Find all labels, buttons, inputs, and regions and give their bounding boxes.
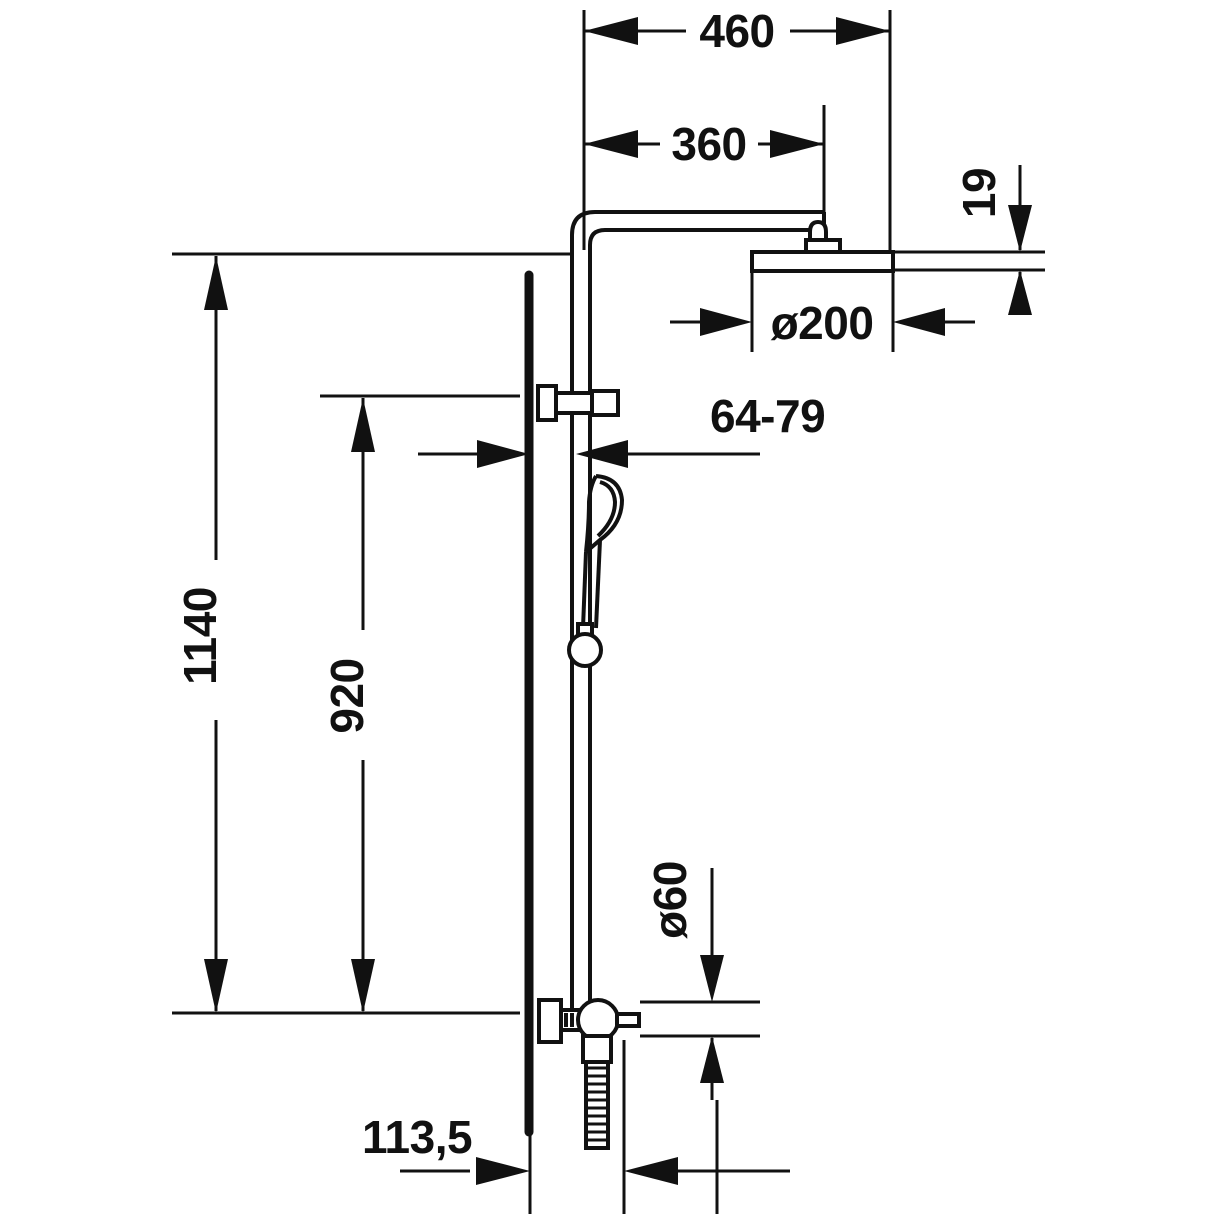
- dimension-label-diameter-60: ø60: [644, 861, 696, 939]
- dimension-label-1140: 1140: [174, 587, 226, 685]
- dimension-diameter-200: ø200: [670, 297, 975, 349]
- dimension-label-64-79: 64-79: [710, 390, 825, 442]
- hand-shower: [581, 474, 625, 629]
- dimension-label-diameter-200: ø200: [771, 297, 874, 349]
- dimension-label-113-5: 113,5: [362, 1111, 472, 1163]
- dimension-label-19: 19: [953, 168, 1005, 218]
- dimension-19: 19: [953, 165, 1032, 315]
- dimension-1140: 1140: [174, 256, 228, 1013]
- extension-lines: [172, 10, 1045, 1214]
- dimension-diameter-60: ø60: [644, 861, 724, 1100]
- dimension-920: 920: [321, 398, 375, 1013]
- dimension-64-79: 64-79: [418, 390, 826, 468]
- dimension-label-920: 920: [321, 658, 373, 733]
- riser-rail-pipe: [570, 400, 592, 1010]
- dimension-360: 360: [584, 118, 824, 170]
- dimension-label-460: 460: [699, 5, 774, 57]
- hand-shower-holder: [567, 622, 603, 668]
- flexible-hose: [581, 1034, 613, 1150]
- dimension-460: 460: [584, 5, 890, 57]
- dimension-label-360: 360: [671, 118, 746, 170]
- overhead-shower-head: [750, 219, 895, 273]
- dimension-113-5: 113,5: [362, 1111, 790, 1185]
- upper-wall-bracket: [536, 384, 620, 422]
